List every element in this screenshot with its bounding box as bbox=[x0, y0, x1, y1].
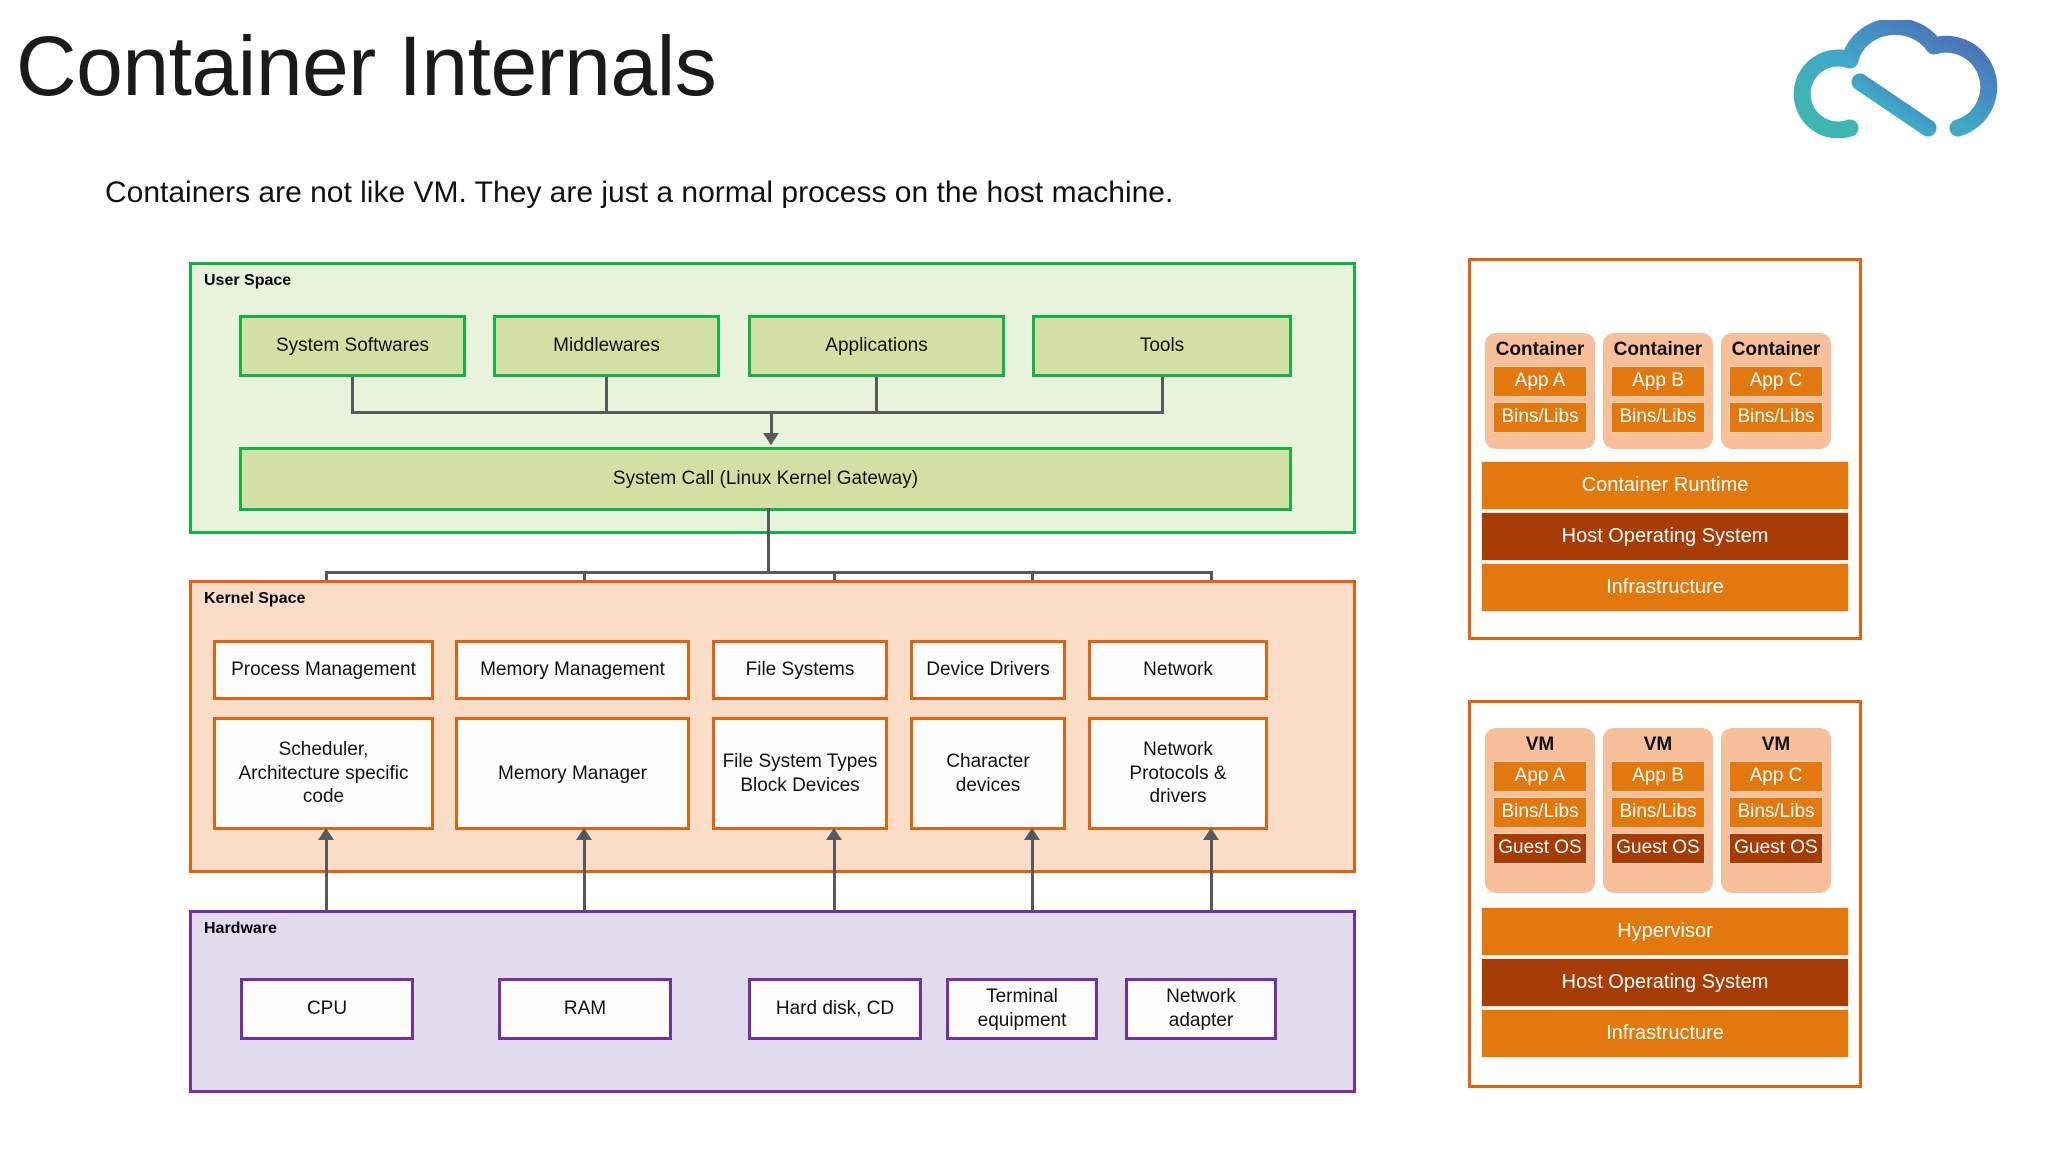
box-character-devices[interactable]: Character devices bbox=[910, 717, 1066, 830]
container-pod[interactable]: Container App A Bins/Libs bbox=[1485, 333, 1595, 449]
layer-host-operating-system[interactable]: Host Operating System bbox=[1481, 958, 1849, 1007]
pod-title: VM bbox=[1643, 734, 1673, 755]
box-network-adapter[interactable]: Network adapter bbox=[1125, 978, 1277, 1040]
pod-title: VM bbox=[1525, 734, 1555, 755]
vm-pod[interactable]: VM App B Bins/Libs Guest OS bbox=[1603, 728, 1713, 893]
connector-line bbox=[833, 840, 836, 940]
box-device-drivers[interactable]: Device Drivers bbox=[910, 640, 1066, 700]
box-process-management[interactable]: Process Management bbox=[213, 640, 434, 700]
box-cpu[interactable]: CPU bbox=[240, 978, 414, 1040]
layer-infrastructure[interactable]: Infrastructure bbox=[1481, 563, 1849, 612]
user-space-panel: User Space System Softwares Middlewares … bbox=[189, 262, 1356, 534]
arrow-up-icon bbox=[318, 828, 334, 840]
page-subtitle: Containers are not like VM. They are jus… bbox=[105, 176, 1174, 209]
pod-chip-app[interactable]: App B bbox=[1610, 365, 1706, 397]
connector-bus bbox=[351, 411, 1164, 414]
pod-chip-app[interactable]: App A bbox=[1492, 760, 1588, 792]
cloud-n-logo bbox=[1788, 17, 2020, 139]
connector-line bbox=[325, 840, 328, 940]
vm-pod[interactable]: VM App C Bins/Libs Guest OS bbox=[1721, 728, 1831, 893]
connector-line bbox=[351, 377, 354, 411]
container-pod[interactable]: Container App B Bins/Libs bbox=[1603, 333, 1713, 449]
connector-line bbox=[875, 377, 878, 411]
connector-line bbox=[1210, 840, 1213, 940]
arrow-up-icon bbox=[576, 828, 592, 840]
page-title: Container Internals bbox=[16, 19, 717, 113]
pod-title: Container bbox=[1731, 339, 1821, 360]
box-tools[interactable]: Tools bbox=[1032, 315, 1292, 377]
pod-chip-binslibs[interactable]: Bins/Libs bbox=[1492, 401, 1588, 433]
pod-title: Container bbox=[1613, 339, 1703, 360]
arrow-up-icon bbox=[1024, 828, 1040, 840]
connector-line bbox=[767, 508, 770, 574]
container-architecture-stack: Container App A Bins/Libs Container App … bbox=[1468, 258, 1862, 640]
pod-chip-binslibs[interactable]: Bins/Libs bbox=[1610, 401, 1706, 433]
box-terminal-equipment[interactable]: Terminal equipment bbox=[946, 978, 1098, 1040]
connector-line bbox=[1031, 840, 1034, 940]
pod-chip-app[interactable]: App B bbox=[1610, 760, 1706, 792]
pod-chip-binslibs[interactable]: Bins/Libs bbox=[1610, 796, 1706, 828]
pod-chip-guest-os[interactable]: Guest OS bbox=[1728, 832, 1824, 864]
connector-line bbox=[605, 377, 608, 411]
box-network[interactable]: Network bbox=[1088, 640, 1268, 700]
pod-chip-guest-os[interactable]: Guest OS bbox=[1492, 832, 1588, 864]
box-system-call[interactable]: System Call (Linux Kernel Gateway) bbox=[239, 447, 1292, 511]
box-applications[interactable]: Applications bbox=[748, 315, 1005, 377]
layer-hypervisor[interactable]: Hypervisor bbox=[1481, 907, 1849, 956]
connector-line bbox=[583, 840, 586, 940]
box-middlewares[interactable]: Middlewares bbox=[493, 315, 720, 377]
pod-chip-binslibs[interactable]: Bins/Libs bbox=[1728, 796, 1824, 828]
pod-chip-app[interactable]: App C bbox=[1728, 760, 1824, 792]
kernel-space-label: Kernel Space bbox=[204, 590, 306, 607]
user-space-label: User Space bbox=[204, 272, 292, 289]
pod-title: VM bbox=[1761, 734, 1791, 755]
pod-chip-binslibs[interactable]: Bins/Libs bbox=[1492, 796, 1588, 828]
pod-chip-binslibs[interactable]: Bins/Libs bbox=[1728, 401, 1824, 433]
pod-chip-app[interactable]: App C bbox=[1728, 365, 1824, 397]
hardware-panel: Hardware CPU RAM Hard disk, CD Terminal … bbox=[189, 910, 1356, 1093]
connector-bus bbox=[325, 571, 1213, 574]
arrow-up-icon bbox=[826, 828, 842, 840]
vm-architecture-stack: VM App A Bins/Libs Guest OS VM App B Bin… bbox=[1468, 700, 1862, 1088]
box-system-softwares[interactable]: System Softwares bbox=[239, 315, 466, 377]
box-file-systems[interactable]: File Systems bbox=[712, 640, 888, 700]
hardware-label: Hardware bbox=[204, 920, 277, 937]
kernel-space-panel: Kernel Space Process Management Memory M… bbox=[189, 580, 1356, 873]
pod-chip-guest-os[interactable]: Guest OS bbox=[1610, 832, 1706, 864]
layer-infrastructure[interactable]: Infrastructure bbox=[1481, 1009, 1849, 1058]
box-ram[interactable]: RAM bbox=[498, 978, 672, 1040]
box-memory-manager[interactable]: Memory Manager bbox=[455, 717, 690, 830]
pod-chip-app[interactable]: App A bbox=[1492, 365, 1588, 397]
box-memory-management[interactable]: Memory Management bbox=[455, 640, 690, 700]
connector-line bbox=[1161, 377, 1164, 411]
vm-pod[interactable]: VM App A Bins/Libs Guest OS bbox=[1485, 728, 1595, 893]
container-pod[interactable]: Container App C Bins/Libs bbox=[1721, 333, 1831, 449]
box-network-protocols[interactable]: Network Protocols & drivers bbox=[1088, 717, 1268, 830]
box-scheduler[interactable]: Scheduler, Architecture specific code bbox=[213, 717, 434, 830]
box-file-system-types[interactable]: File System Types Block Devices bbox=[712, 717, 888, 830]
connector-line bbox=[770, 411, 773, 436]
arrow-up-icon bbox=[1203, 828, 1219, 840]
layer-container-runtime[interactable]: Container Runtime bbox=[1481, 461, 1849, 510]
layer-host-operating-system[interactable]: Host Operating System bbox=[1481, 512, 1849, 561]
box-hard-disk-cd[interactable]: Hard disk, CD bbox=[748, 978, 922, 1040]
arrow-down-icon bbox=[763, 433, 779, 445]
pod-title: Container bbox=[1495, 339, 1585, 360]
